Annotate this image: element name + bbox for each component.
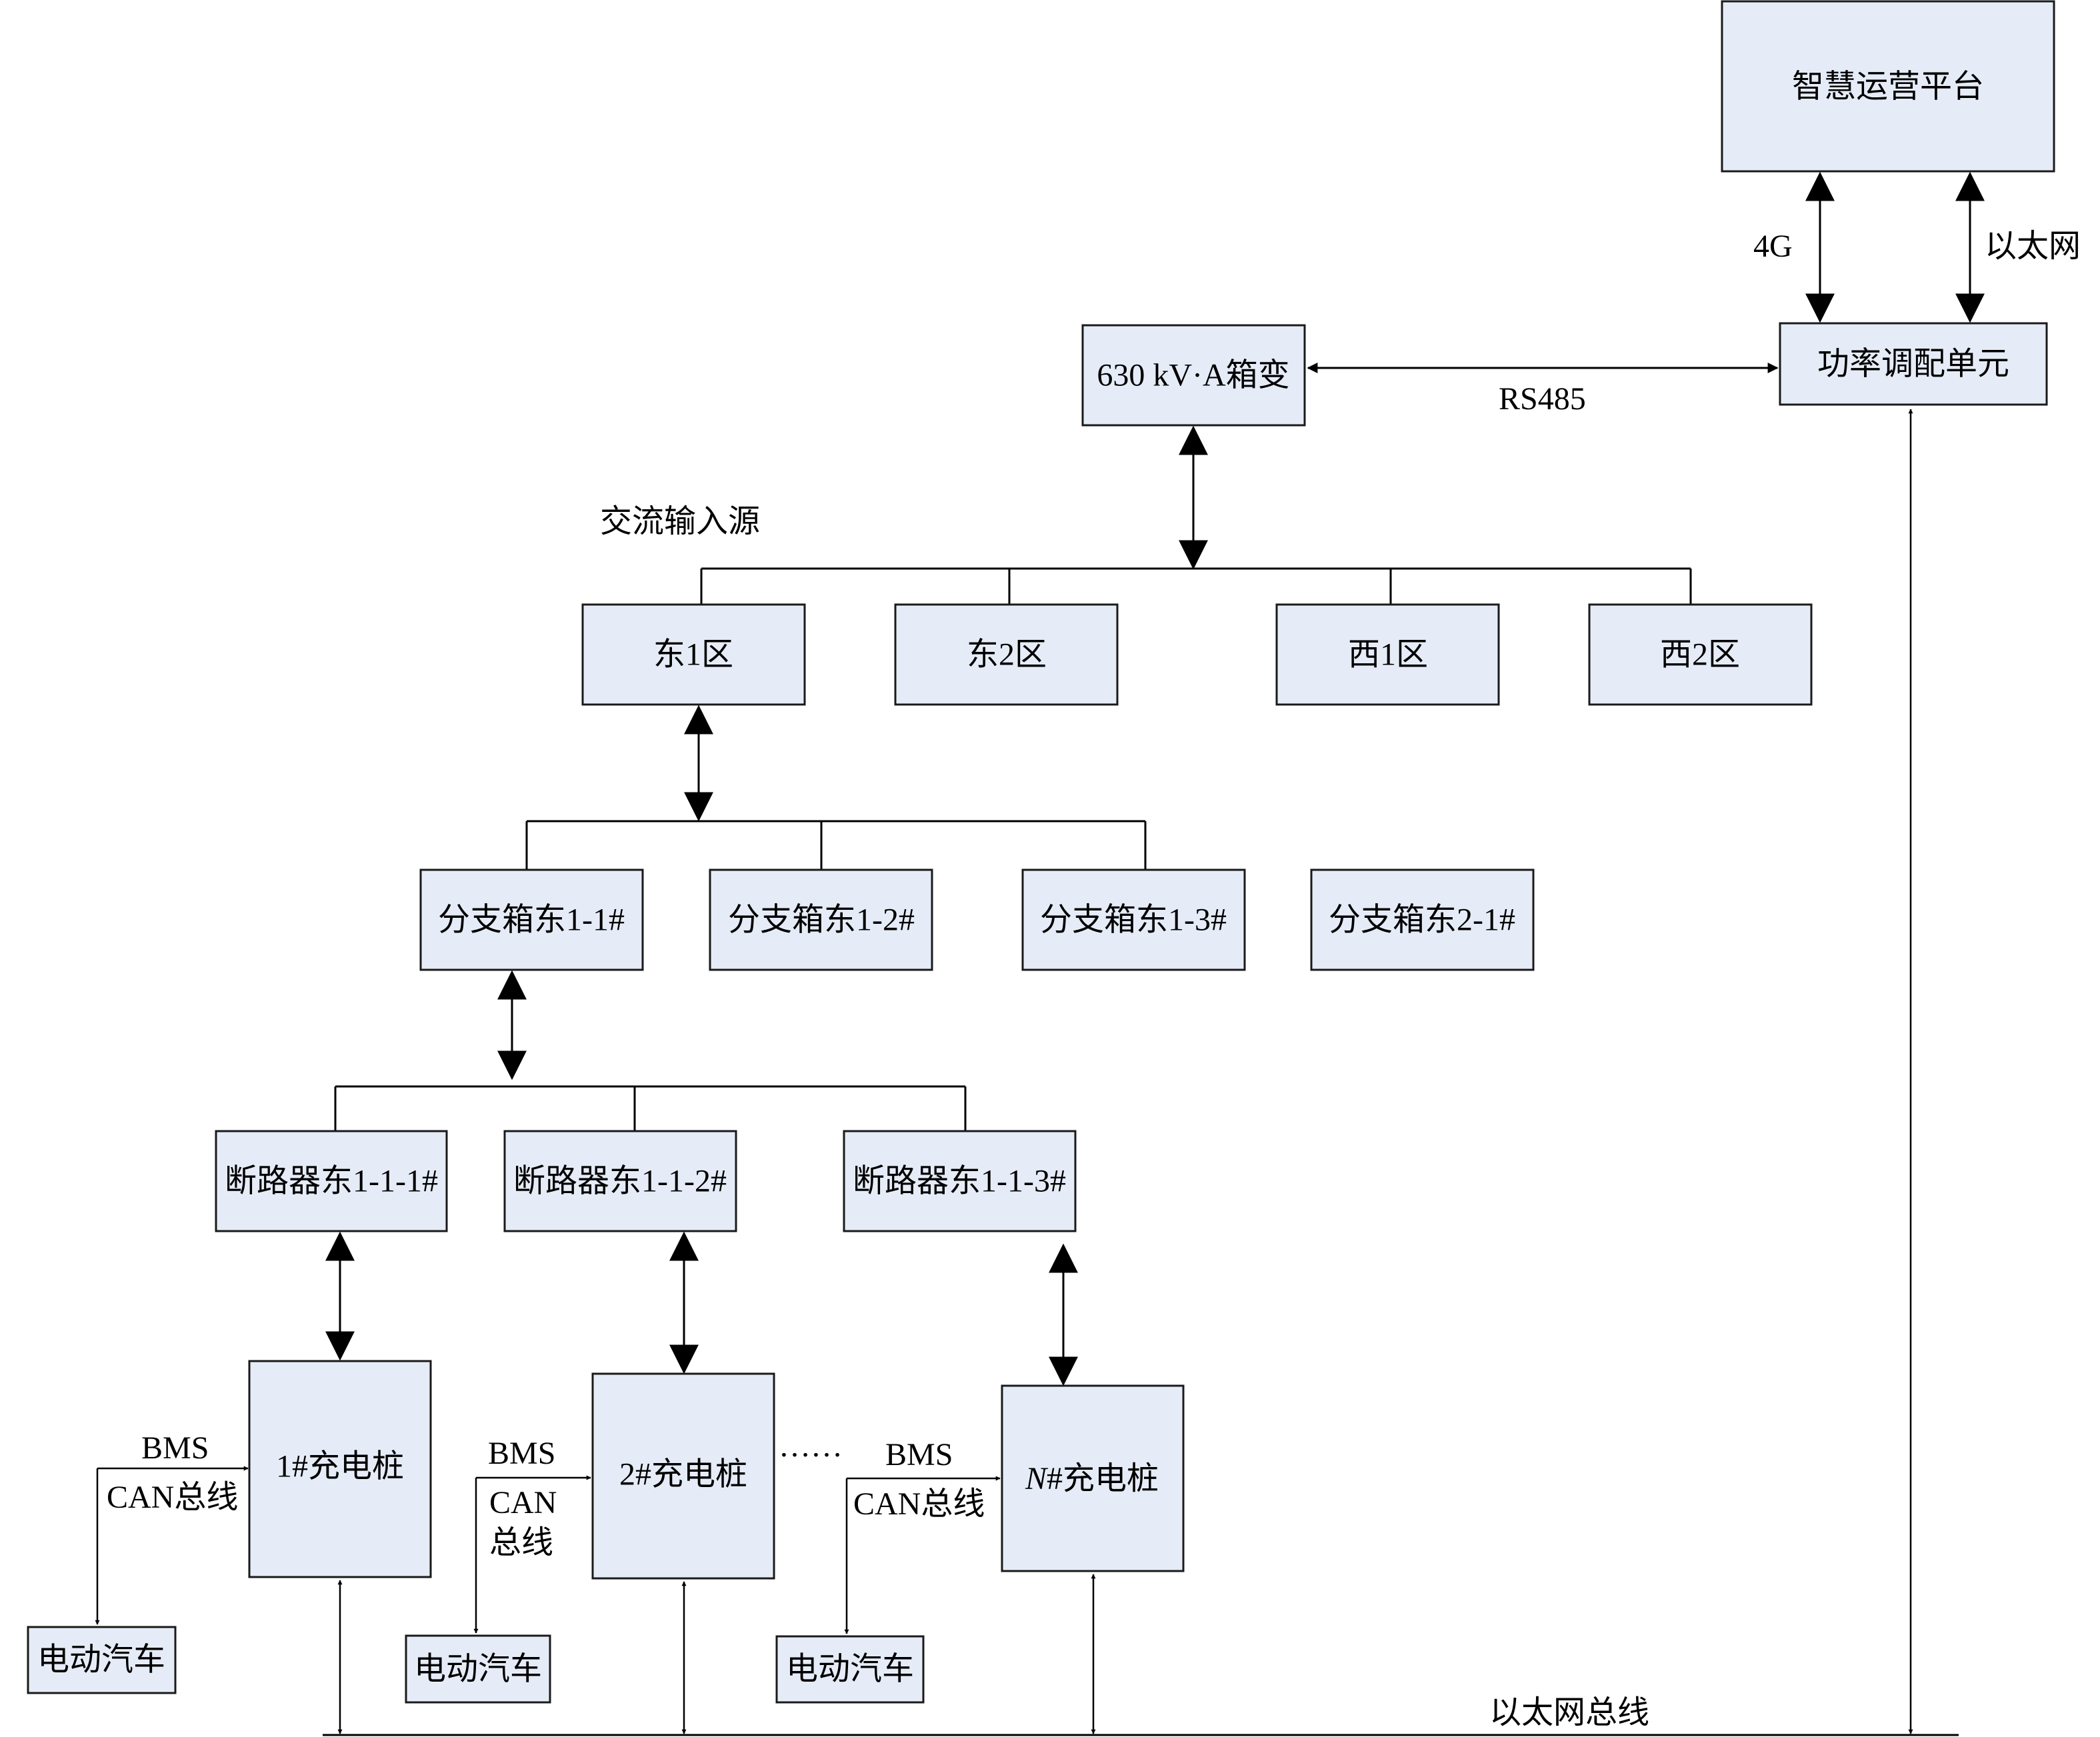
ev-1-node: 电动汽车 — [27, 1626, 177, 1694]
platform-node: 智慧运营平台 — [1721, 0, 2055, 173]
breaker-1-node: 断路器东1-1-1# — [215, 1130, 448, 1232]
branch-e13-label: 分支箱东1-3# — [1040, 902, 1227, 938]
ev-link-1 — [95, 1466, 249, 1625]
pile-2-label: 2#充电桩 — [619, 1457, 747, 1492]
power-unit-label: 功率调配单元 — [1817, 347, 2009, 382]
pile-2-node: 2#充电桩 — [591, 1372, 775, 1580]
platform-label: 智慧运营平台 — [1792, 69, 1984, 105]
link-4g-label: 4G — [1753, 229, 1793, 264]
zone-west2-node: 西2区 — [1588, 603, 1813, 706]
ev-2-label: 电动汽车 — [414, 1652, 542, 1687]
can-1-label: CAN总线 — [107, 1480, 238, 1515]
ev-2-node: 电动汽车 — [405, 1634, 551, 1704]
branch-e11-node: 分支箱东1-1# — [419, 868, 644, 971]
bms-2-label: BMS — [488, 1436, 555, 1471]
can-2-line2: 总线 — [489, 1525, 553, 1560]
ellipsis-label: …… — [779, 1428, 843, 1464]
pile-1-node: 1#充电桩 — [248, 1360, 432, 1578]
ac-source-label: 交流输入源 — [600, 504, 760, 539]
breaker-2-node: 断路器东1-1-2# — [503, 1130, 737, 1232]
pile-1-label: 1#充电桩 — [276, 1449, 404, 1484]
can-3-label: CAN总线 — [853, 1486, 985, 1522]
can-2-line1: CAN — [489, 1485, 557, 1520]
zone-west1-label: 西1区 — [1348, 637, 1428, 673]
transformer-node: 630 kV·A箱变 — [1081, 324, 1306, 427]
pile-n-node: N#充电桩 — [1001, 1384, 1185, 1572]
zone-east1-label: 东1区 — [653, 637, 733, 673]
ev-3-label: 电动汽车 — [786, 1652, 914, 1687]
branch-e11-label: 分支箱东1-1# — [438, 902, 625, 938]
pile-n-italic: N — [1025, 1461, 1049, 1496]
breaker-1-label: 断路器东1-1-1# — [225, 1164, 438, 1199]
ev-link-2 — [473, 1475, 591, 1634]
branch-bus — [525, 820, 1147, 870]
bms-1-label: BMS — [141, 1430, 209, 1466]
zone-west2-label: 西2区 — [1660, 637, 1740, 673]
rs485-label: RS485 — [1499, 381, 1586, 417]
zone-west1-node: 西1区 — [1275, 603, 1500, 706]
pile-n-label: N#充电桩 — [1025, 1461, 1159, 1496]
branch-e21-node: 分支箱东2-1# — [1310, 868, 1535, 971]
branch-e13-node: 分支箱东1-3# — [1021, 868, 1246, 971]
breaker-2-label: 断路器东1-1-2# — [513, 1164, 727, 1199]
ethernet-bus-label: 以太网总线 — [1489, 1695, 1649, 1730]
zone-east2-node: 东2区 — [894, 603, 1119, 706]
breaker-bus — [334, 1085, 967, 1131]
pile-n-rest: #充电桩 — [1047, 1461, 1159, 1496]
power-unit-node: 功率调配单元 — [1779, 322, 2048, 406]
breaker-3-node: 断路器东1-1-3# — [843, 1130, 1077, 1232]
zone-east1-node: 东1区 — [581, 603, 806, 706]
branch-e12-node: 分支箱东1-2# — [709, 868, 933, 971]
branch-e21-label: 分支箱东2-1# — [1329, 902, 1515, 938]
transformer-label: 630 kV·A箱变 — [1097, 358, 1289, 393]
ev-link-3 — [844, 1476, 1001, 1634]
zone-bus — [700, 567, 1692, 605]
breaker-3-label: 断路器东1-1-3# — [853, 1164, 1066, 1199]
bms-3-label: BMS — [885, 1437, 953, 1472]
zone-east2-label: 东2区 — [967, 637, 1047, 673]
link-ethernet-label: 以太网 — [1985, 229, 2081, 264]
ev-1-label: 电动汽车 — [37, 1642, 165, 1678]
branch-e12-label: 分支箱东1-2# — [728, 902, 915, 938]
ev-3-node: 电动汽车 — [775, 1635, 925, 1704]
